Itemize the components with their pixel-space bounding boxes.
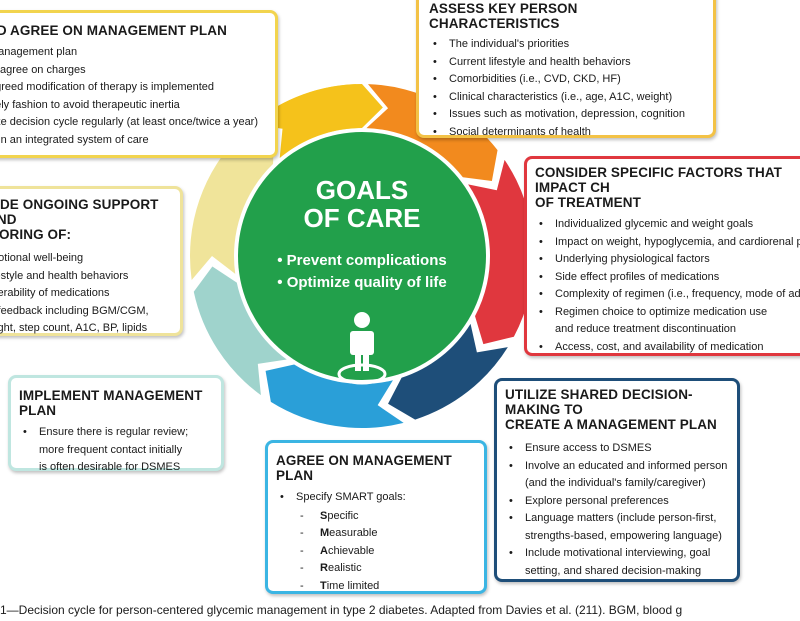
box-implement-plan: IMPLEMENT MANAGEMENT PLAN Ensure there i… [8, 375, 224, 473]
box-agree-smart-goals: AGREE ON MANAGEMENT PLAN Specify SMART g… [265, 440, 487, 596]
box-title: ND AGREE ON MANAGEMENT PLAN [0, 23, 227, 38]
goals-bullets: • Prevent complications • Optimize quali… [252, 250, 472, 294]
list-item: Access, cost, and availability of medica… [535, 339, 800, 357]
arc-agree-goals [265, 364, 404, 429]
box-shared-decision-making: UTILIZE SHARED DECISION-MAKING TO CREATE… [494, 378, 740, 582]
arc-implement [193, 266, 287, 396]
goals-center-circle [238, 132, 486, 380]
list-item: Underlying physiological factors [535, 251, 800, 269]
box-title-line1: UTILIZE SHARED DECISION-MAKING TO [505, 387, 693, 417]
list-item: ifestyle and health behaviors [0, 269, 129, 282]
goal-bullet-2: • Optimize quality of life [277, 274, 447, 291]
goals-title: GOALS OF CARE [262, 176, 462, 232]
list-item: Impact on weight, hypoglycemia, and card… [535, 234, 800, 252]
goal-bullet-1: • Prevent complications [277, 252, 447, 269]
smart-goals-list: Specific Measurable Achievable Realistic… [276, 508, 476, 596]
list-item: Issues such as motivation, depression, c… [429, 106, 705, 124]
list-item: iofeedback including BGM/CGM, [0, 304, 149, 317]
box-ongoing-support: VIDE ONGOING SUPPORT AND ITORING OF: mot… [0, 186, 183, 336]
list-item: Regimen choice to optimize medication us… [535, 304, 800, 322]
box-title: ASSESS KEY PERSON CHARACTERISTICS [429, 1, 578, 31]
list-item-continued: strengths-based, empowering language) [525, 529, 722, 542]
list-item: Side effect profiles of medications [535, 269, 800, 287]
list-item: Social determinants of health [429, 124, 705, 142]
smart-goal-item: Specific [296, 508, 476, 526]
list-item: Specify SMART goals: [276, 489, 476, 507]
box-consider-factors: CONSIDER SPECIFIC FACTORS THAT IMPACT CH… [524, 156, 800, 356]
goals-title-line2: OF CARE [303, 203, 421, 233]
list-item: agreed modification of therapy is implem… [0, 81, 215, 93]
list-item-continued: more frequent contact initially [39, 443, 183, 456]
list-item: Include motivational interviewing, goal [505, 545, 729, 563]
list-item: e in an integrated system of care [0, 133, 149, 146]
list-item: Individualized glycemic and weight goals [535, 216, 800, 234]
list-item-continued: is often desirable for DSMES [39, 461, 181, 473]
arc-shared-decision [388, 323, 508, 420]
box-title-line1: VIDE ONGOING SUPPORT AND [0, 197, 159, 227]
list-item: olerability of medications [0, 287, 110, 299]
list-item: Complexity of regimen (i.e., frequency, … [535, 286, 800, 304]
arc-agree-top [251, 84, 383, 158]
list-item: management plan [0, 46, 78, 58]
list-item: Explore personal preferences [505, 493, 729, 511]
box-title-line1: CONSIDER SPECIFIC FACTORS THAT IMPACT CH [535, 165, 783, 195]
cycle-arcs [190, 84, 534, 429]
list-item: Comorbidities (i.e., CVD, CKD, HF) [429, 71, 705, 89]
list-item: motional well-being [0, 252, 84, 264]
list-item: Current lifestyle and health behaviors [429, 54, 705, 72]
list-item-continued: (and the individual's family/caregiver) [525, 477, 706, 489]
smart-goal-item: Time limited [296, 578, 476, 596]
box-title: AGREE ON MANAGEMENT PLAN [276, 453, 452, 483]
list-item: ly agree on charges [0, 63, 86, 76]
person-icon [337, 312, 387, 385]
box-title-line2: OF TREATMENT [535, 195, 641, 210]
goals-title-line1: GOALS [315, 175, 409, 205]
arc-consider [468, 159, 534, 345]
box-agree-on-plan-top-left: ND AGREE ON MANAGEMENT PLAN management p… [0, 10, 278, 158]
list-item-continued: setting, and shared decision-making [525, 564, 702, 577]
list-item: nely fashion to avoid therapeutic inerti… [0, 98, 180, 111]
list-item: The individual's priorities [429, 36, 705, 54]
smart-goal-item: Achievable [296, 543, 476, 561]
list-item: ake decision cycle regularly (at least o… [0, 116, 259, 128]
list-item: Language matters (include person-first, [505, 510, 729, 528]
list-item: eight, step count, A1C, BP, lipids [0, 322, 148, 334]
arc-support [190, 132, 274, 280]
figure-caption: 1—Decision cycle for person-centered gly… [0, 603, 683, 617]
box-title-line2: ITORING OF: [0, 227, 72, 242]
list-item: Ensure there is regular review; [19, 424, 213, 442]
list-item: Clinical characteristics (i.e., age, A1C… [429, 89, 705, 107]
box-title: IMPLEMENT MANAGEMENT PLAN [19, 388, 203, 418]
smart-goal-item: Realistic [296, 560, 476, 578]
list-item: Involve an educated and informed person [505, 458, 729, 476]
list-item: Ensure access to DSMES [505, 440, 729, 458]
box-title-line2: CREATE A MANAGEMENT PLAN [505, 417, 717, 432]
list-item-continued: and reduce treatment discontinuation [555, 323, 737, 335]
smart-goal-item: Measurable [296, 525, 476, 543]
box-assess-characteristics: ASSESS KEY PERSON CHARACTERISTICS The in… [416, 0, 716, 141]
